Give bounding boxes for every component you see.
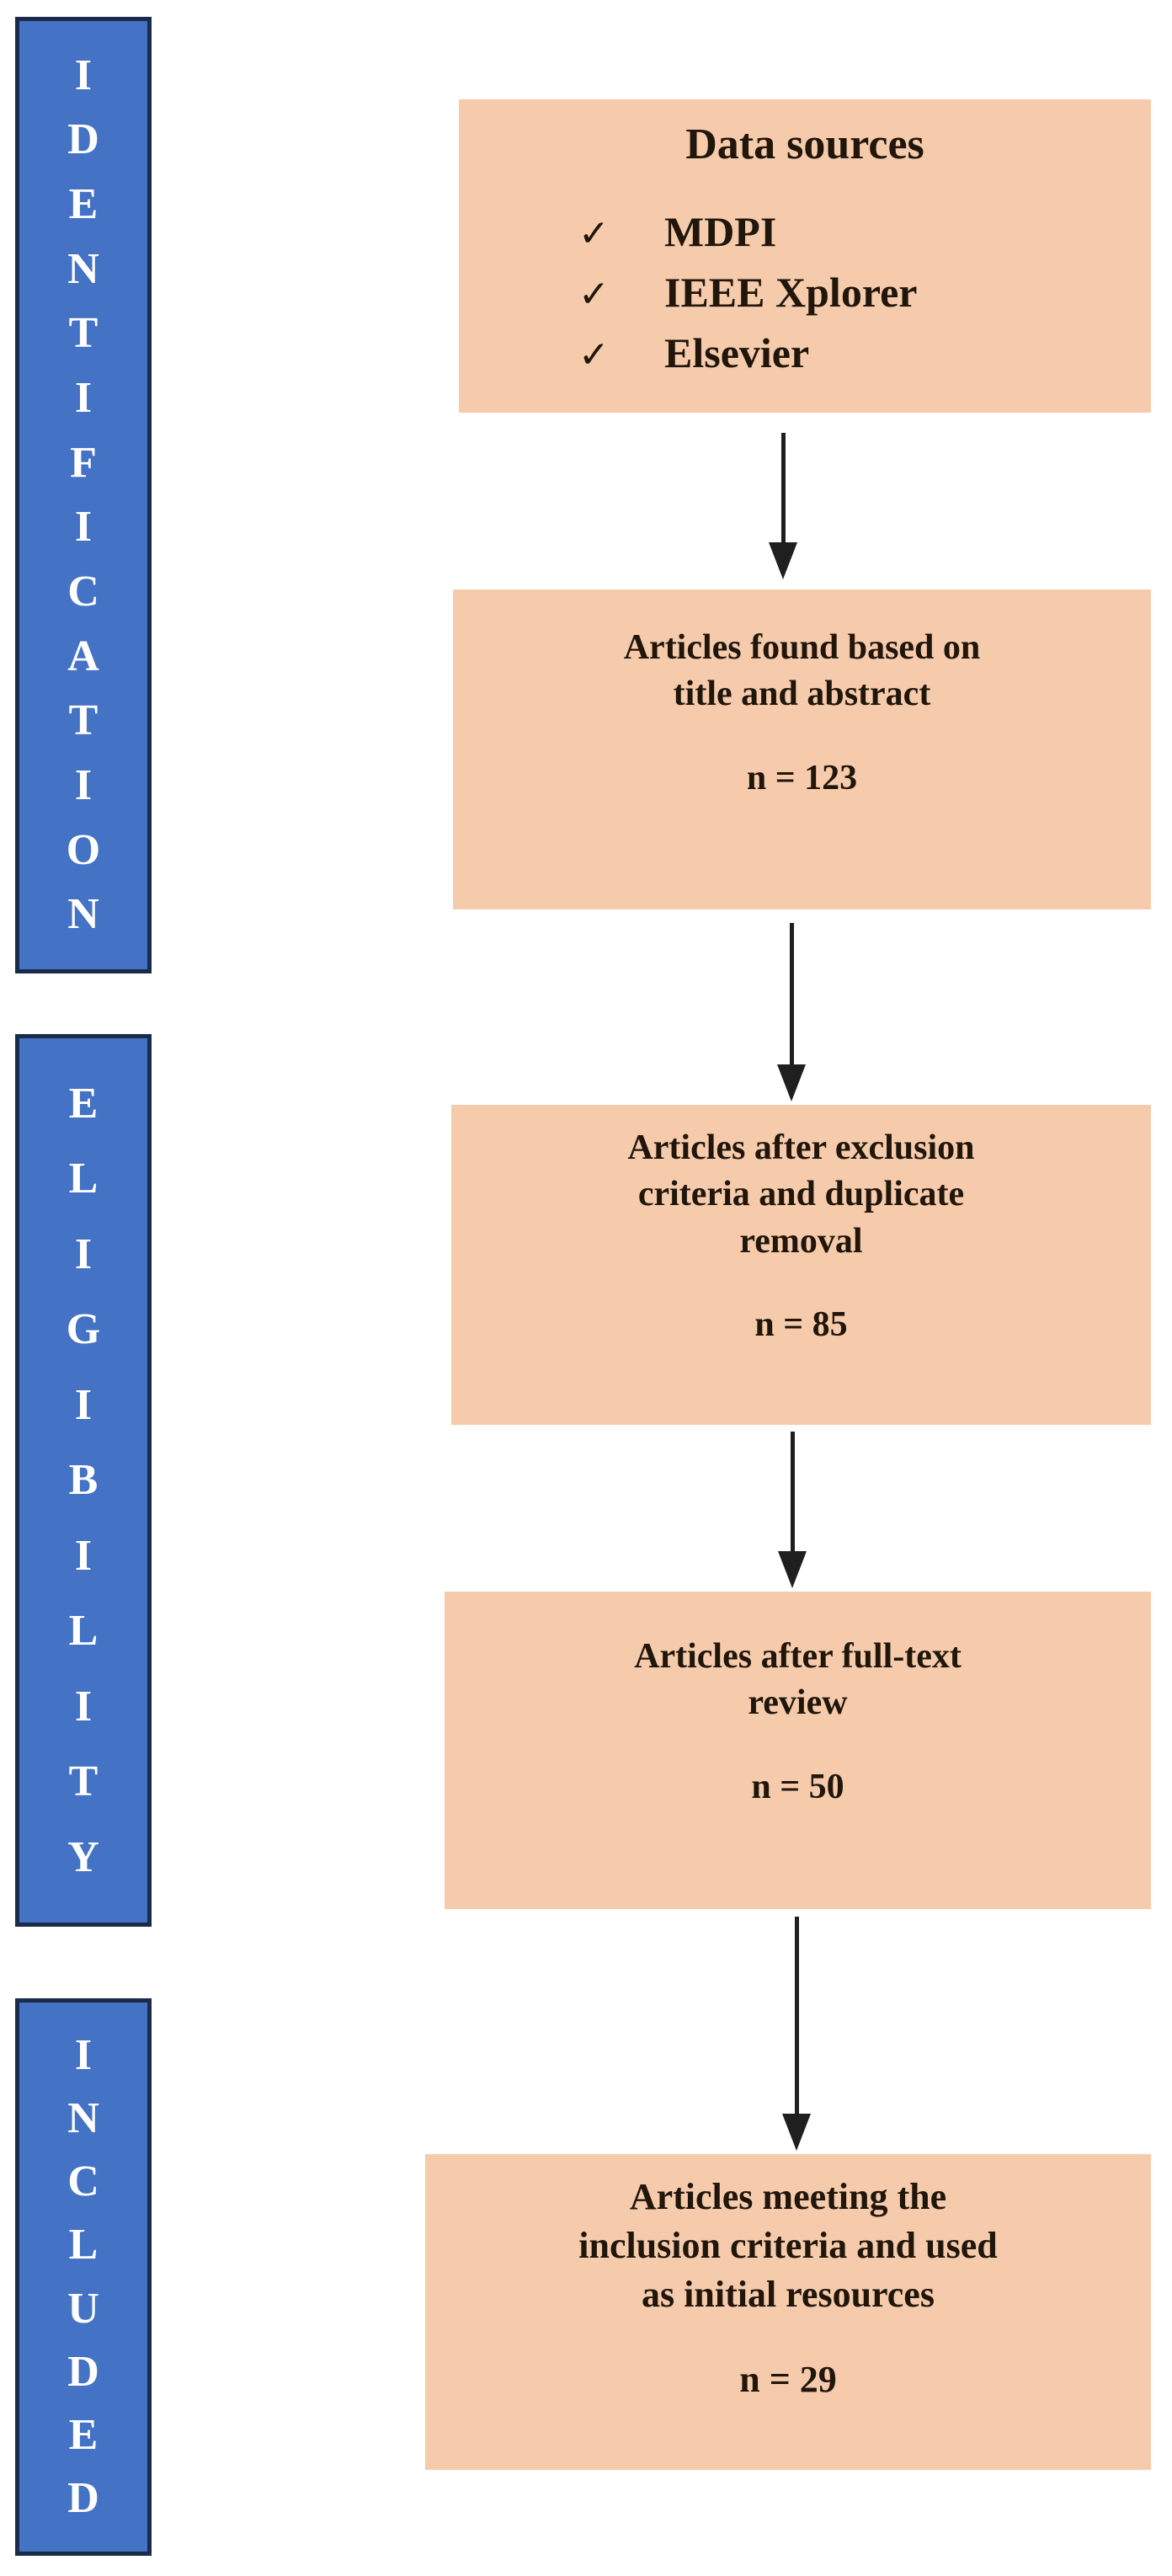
- stage-letter: C: [67, 567, 99, 616]
- box-text-line: review: [748, 1683, 848, 1723]
- flow-arrow-4: [781, 1917, 812, 2151]
- stage-letter: I: [74, 1229, 93, 1278]
- stage-letter: I: [74, 1682, 93, 1731]
- list-item: ✓ Elsevier: [578, 328, 1151, 377]
- stage-letter: L: [68, 1155, 99, 1203]
- stage-letter: O: [66, 825, 101, 874]
- arrow-shaft: [794, 1917, 799, 2114]
- box-text-line: as initial resources: [642, 2274, 935, 2316]
- box-text-line: removal: [739, 1221, 863, 1261]
- stage-letter: L: [68, 2221, 99, 2269]
- stage-letter: L: [68, 1607, 99, 1655]
- stage-letter: I: [74, 503, 93, 552]
- stage-letter: Y: [67, 1832, 99, 1881]
- article-count: n = 50: [751, 1767, 844, 1806]
- source-label: MDPI: [664, 207, 777, 255]
- stage-letter: T: [68, 1757, 99, 1805]
- stage-letter: E: [68, 179, 99, 228]
- box-text: Articles found based on title and abstra…: [453, 625, 1151, 718]
- box-title: Data sources: [685, 120, 924, 168]
- arrow-head-icon: [777, 1064, 806, 1101]
- box-articles-found: Articles found based on title and abstra…: [453, 589, 1151, 909]
- stage-letter: I: [74, 51, 93, 99]
- box-after-exclusion: Articles after exclusion criteria and du…: [451, 1105, 1151, 1425]
- data-sources-list: ✓ MDPI ✓ IEEE Xplorer ✓ Elsevier: [459, 207, 1151, 377]
- list-item: ✓ MDPI: [578, 207, 1151, 256]
- article-count: n = 85: [754, 1305, 848, 1345]
- arrow-shaft: [780, 433, 786, 542]
- stage-letter: D: [67, 115, 99, 164]
- box-text-line: Articles after full-text: [634, 1637, 962, 1676]
- box-text-line: inclusion criteria and used: [578, 2225, 998, 2267]
- arrow-shaft: [789, 923, 794, 1064]
- box-text: Articles meeting the inclusion criteria …: [425, 2173, 1151, 2319]
- box-text-line: Articles found based on: [623, 628, 981, 667]
- stage-letter: D: [67, 2347, 99, 2396]
- stage-letter: T: [68, 309, 99, 358]
- flow-arrow-1: [768, 433, 798, 579]
- stage-letter: F: [70, 438, 97, 487]
- stage-letter: G: [66, 1305, 101, 1353]
- source-label: IEEE Xplorer: [664, 268, 918, 316]
- stage-letter: U: [67, 2284, 99, 2333]
- stage-letter: E: [68, 1079, 99, 1128]
- box-after-fulltext-review: Articles after full-text review n = 50: [445, 1592, 1151, 1909]
- box-data-sources: Data sources ✓ MDPI ✓ IEEE Xplorer ✓ Els…: [459, 99, 1151, 413]
- checkmark-icon: ✓: [578, 333, 610, 376]
- checkmark-icon: ✓: [578, 272, 610, 316]
- flow-arrow-3: [777, 1432, 807, 1588]
- stage-letter: I: [74, 760, 93, 809]
- source-label: Elsevier: [664, 328, 810, 376]
- box-text: Articles after exclusion criteria and du…: [451, 1125, 1151, 1265]
- list-item: ✓ IEEE Xplorer: [578, 268, 1151, 317]
- box-included-articles: Articles meeting the inclusion criteria …: [425, 2154, 1151, 2470]
- stage-letter: I: [74, 373, 93, 422]
- stage-letter: I: [74, 1531, 93, 1580]
- box-text: Articles after full-text review: [445, 1634, 1151, 1727]
- flow-arrow-2: [776, 923, 807, 1101]
- stage-letter: I: [74, 2031, 93, 2080]
- stage-letter: E: [68, 2410, 99, 2459]
- checkmark-icon: ✓: [578, 211, 610, 255]
- box-text-line: title and abstract: [673, 675, 931, 714]
- box-text-line: Articles meeting the: [629, 2176, 947, 2217]
- stage-letter: T: [68, 696, 99, 745]
- arrow-head-icon: [769, 542, 797, 579]
- stage-letter: A: [67, 632, 99, 680]
- arrow-shaft: [790, 1432, 795, 1551]
- stage-letter: N: [67, 890, 99, 939]
- article-count: n = 29: [739, 2359, 837, 2401]
- stage-letter: N: [67, 244, 99, 293]
- article-count: n = 123: [746, 758, 858, 797]
- stage-letter: B: [68, 1456, 99, 1504]
- stage-letter: N: [67, 2094, 99, 2143]
- stage-letter: I: [74, 1380, 93, 1429]
- arrow-head-icon: [782, 2114, 811, 2151]
- stage-letter: D: [67, 2473, 99, 2522]
- arrow-head-icon: [778, 1551, 807, 1588]
- stage-letter: C: [67, 2157, 99, 2206]
- box-text-line: Articles after exclusion: [627, 1128, 975, 1167]
- box-text-line: criteria and duplicate: [637, 1175, 965, 1214]
